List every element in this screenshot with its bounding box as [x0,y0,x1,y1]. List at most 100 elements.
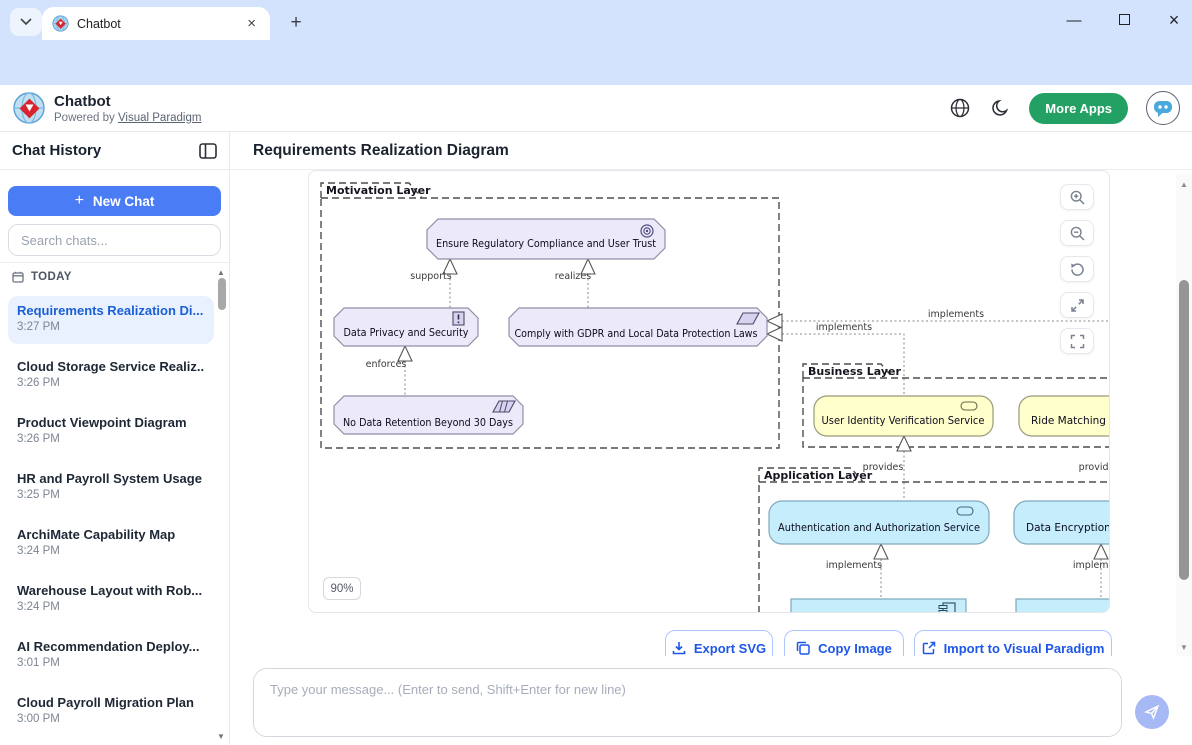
svg-text:implements: implements [928,309,984,320]
chat-item[interactable]: AI Recommendation Deploy... 3:01 PM [8,632,214,680]
svg-text:provides: provides [863,462,904,473]
chat-item[interactable]: ArchiMate Capability Map 3:24 PM [8,520,214,568]
browser-tab[interactable]: Chatbot × [42,7,270,40]
globe-icon [951,98,970,118]
zoom-out-button[interactable] [1060,220,1094,246]
driver-node: Data Privacy and Security [333,307,479,347]
chat-item-time: 3:24 PM [17,601,60,613]
message-composer [230,656,1192,745]
sidebar-scroll-down-arrow[interactable]: ▼ [217,732,225,741]
calendar-icon [12,271,24,283]
chat-item-title: Product Viewpoint Diagram [17,415,187,430]
page-scrollbar[interactable]: ▲ ▼ [1176,174,1192,658]
sidebar-scroll-up-arrow[interactable]: ▲ [217,268,225,277]
scroll-down-arrow[interactable]: ▼ [1180,643,1188,652]
business-service-node: Ride Matching an [1018,395,1110,437]
chat-item[interactable]: Cloud Payroll Migration Plan 3:00 PM [8,688,214,736]
expand-arrows-icon [1070,298,1084,312]
browser-toolbar: ai-toolbox.visual-paradigm.com/app/chatb… [0,40,1192,120]
chat-item-time: 3:00 PM [17,713,60,725]
browser-titlebar: Chatbot × + — × [0,0,1192,40]
download-icon [672,642,686,655]
chat-item-time: 3:26 PM [17,433,60,445]
dark-mode-button[interactable] [989,97,1011,119]
application-service-node: Authentication and Authorization Service [768,500,990,545]
send-plane-icon [1144,704,1160,720]
copy-image-label: Copy Image [818,640,892,656]
fit-to-screen-button[interactable] [1060,292,1094,318]
svg-text:Data Privacy and Security: Data Privacy and Security [344,327,469,339]
chat-item-title: AI Recommendation Deploy... [17,639,200,654]
robot-chat-icon [1154,101,1172,117]
constraint-node: No Data Retention Beyond 30 Days [333,395,524,435]
app-title: Chatbot [54,92,111,110]
business-service-node: User Identity Verification Service [813,395,994,437]
export-svg-label: Export SVG [693,640,767,656]
fullscreen-button[interactable] [1060,328,1094,354]
constraint-icon [492,400,516,413]
search-chats-input[interactable] [8,224,221,256]
language-globe-button[interactable] [949,97,971,119]
app-header: Chatbot Powered by Visual Paradigm More … [0,85,1192,132]
goal-icon [640,224,654,238]
svg-text:Ensure Regulatory Compliance a: Ensure Regulatory Compliance and User Tr… [436,238,656,250]
tab-search-button[interactable] [10,8,42,36]
scroll-up-arrow[interactable]: ▲ [1180,180,1188,189]
chat-item-title: Cloud Storage Service Realiz... [17,359,205,374]
chat-item[interactable]: Product Viewpoint Diagram 3:26 PM [8,408,214,456]
chatbot-assistant-button[interactable] [1146,91,1180,125]
visual-paradigm-favicon [52,15,69,32]
chat-item-time: 3:24 PM [17,545,60,557]
chat-item-title: ArchiMate Capability Map [17,527,176,542]
svg-text:implements: implements [826,560,882,571]
chat-item-time: 3:25 PM [17,489,60,501]
svg-text:Authentication and Authorizati: Authentication and Authorization Service [778,522,980,534]
chevron-down-icon [20,18,32,26]
visual-paradigm-logo [13,92,45,124]
svg-text:realizes: realizes [555,271,591,282]
reset-view-button[interactable] [1060,256,1094,282]
visual-paradigm-link[interactable]: Visual Paradigm [117,111,202,124]
svg-text:Business Layer: Business Layer [808,365,901,378]
svg-text:provides: provides [1079,462,1110,473]
message-input[interactable] [254,669,1121,736]
moon-icon [992,99,1009,116]
zoom-in-button[interactable] [1060,184,1094,210]
chat-history-sidebar: Chat History + New Chat TODAY Requiremen… [0,132,230,745]
chat-item[interactable]: Requirements Realization Di... 3:27 PM [8,296,214,344]
requirements-realization-diagram: Motivation Layer Business Layer Applicat… [320,182,1110,612]
window-close-button[interactable]: × [1168,9,1180,30]
chat-item-title: Requirements Realization Di... [17,303,204,318]
send-button[interactable] [1135,695,1169,729]
more-apps-button[interactable]: More Apps [1029,92,1128,124]
collapse-sidebar-icon[interactable] [199,142,217,159]
svg-text:implements: implements [816,322,872,333]
window-maximize-button[interactable] [1114,12,1134,29]
page-title: Requirements Realization Diagram [253,141,509,159]
chat-item[interactable]: Cloud Storage Service Realiz... 3:26 PM [8,352,214,400]
business-service-icon [960,401,978,411]
sidebar-title: Chat History [12,142,102,159]
diagram-canvas[interactable]: Motivation Layer Business Layer Applicat… [308,170,1110,613]
component-icon [938,602,956,612]
tab-title: Chatbot [77,16,121,31]
chat-item-time: 3:01 PM [17,657,60,669]
chat-item-time: 3:26 PM [17,377,60,389]
svg-text:Data Encryption a: Data Encryption a [1026,522,1110,534]
new-tab-button[interactable]: + [290,12,302,33]
new-chat-button[interactable]: + New Chat [8,186,221,216]
goal-node: Ensure Regulatory Compliance and User Tr… [426,218,666,260]
new-chat-label: New Chat [92,193,155,209]
chat-item[interactable]: Warehouse Layout with Rob... 3:24 PM [8,576,214,624]
chat-item-title: Warehouse Layout with Rob... [17,583,203,598]
chat-item[interactable]: HR and Payroll System Usage 3:25 PM [8,464,214,512]
copy-icon [796,641,810,655]
main-content: Requirements Realization Diagram Motivat… [230,132,1192,745]
svg-text:Comply with GDPR and Local Dat: Comply with GDPR and Local Data Protecti… [515,328,758,340]
tab-close-icon[interactable]: × [247,15,256,32]
window-minimize-button[interactable]: — [1066,11,1082,29]
svg-text:Ride Matching an: Ride Matching an [1031,415,1110,427]
sidebar-scrollbar-thumb[interactable] [218,278,226,310]
requirement-node: Comply with GDPR and Local Data Protecti… [508,307,768,347]
page-scrollbar-thumb[interactable] [1179,280,1189,580]
